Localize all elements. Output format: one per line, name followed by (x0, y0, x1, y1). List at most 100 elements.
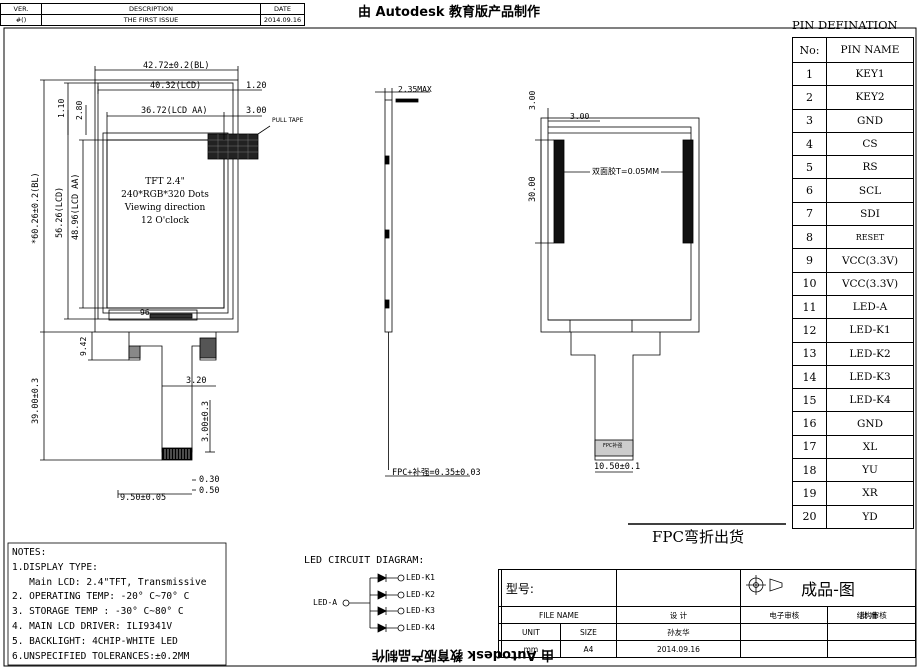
pin-number: 1 (792, 61, 827, 87)
dim-aa-right: 3.00 (246, 106, 267, 116)
pin-name: KEY2 (826, 85, 914, 110)
front-lcd-outline (97, 82, 234, 320)
back-inner (547, 126, 692, 321)
led-diodes (370, 573, 405, 633)
dim-050: 0.50 (199, 486, 220, 496)
side-module-outline (384, 99, 393, 333)
note-line-5: 4. MAIN LCD DRIVER: ILI9341V (12, 620, 173, 632)
pin-col-name: PIN NAME (826, 37, 914, 63)
pin-number: 3 (792, 108, 827, 133)
pin-number: 9 (792, 248, 827, 273)
lcd-spec-text: TFT 2.4" 240*RGB*320 Dots Viewing direct… (110, 176, 220, 228)
lcd-line-2: 240*RGB*320 Dots (121, 190, 209, 200)
dim-lcd-height: 56.26(LCD) (55, 186, 65, 238)
pin-number: 2 (792, 85, 827, 110)
pin-table-title: PIN DEFINATION (792, 18, 898, 32)
note-line-3: 2. OPERATING TEMP: -20° C~70° C (12, 591, 190, 603)
design-date: 2014.09.16 (615, 640, 741, 658)
led-k4-label: LED-K4 (406, 623, 435, 632)
approve-label: 批 准 (860, 611, 878, 620)
dim-top-280: 2.80 (75, 100, 84, 120)
dim-1050: 10.50±0.1 (594, 462, 641, 472)
back-outline (540, 117, 700, 333)
pin-name: XL (826, 434, 914, 460)
autodesk-watermark: 由 Autodesk 教育版产品制作 (358, 5, 541, 20)
pin-name: SDI (826, 201, 914, 227)
product-drawing: 成品-图 (739, 569, 917, 607)
pin-col-no: No: (792, 37, 827, 63)
dim-aa-height: 48.96(LCD AA) (71, 173, 81, 240)
pin-name: YD (826, 504, 914, 529)
pin-name: SCL (826, 178, 914, 203)
dim-bl-width: 42.72±0.2(BL) (143, 61, 210, 71)
lcd-line-1: TFT 2.4" (145, 177, 185, 187)
dim-300: 3.00±0.3 (201, 401, 211, 442)
pin-name: RS (826, 155, 914, 180)
pin-number: 13 (792, 341, 827, 366)
pin-number: 11 (792, 294, 827, 320)
pin-number: 5 (792, 155, 827, 180)
led-k2-label: LED-K2 (406, 590, 435, 599)
pin-name: RESET (826, 225, 914, 250)
unit-label: UNIT (500, 623, 561, 641)
front-ic-ledge (108, 309, 198, 321)
dim-right-gap: 1.20 (246, 81, 267, 91)
pin-name: LED-K2 (826, 341, 914, 366)
fpc-stiffener-label: FPC补强 (603, 443, 623, 449)
back-fpc-outline (570, 332, 661, 461)
pin-number: 6 (792, 178, 827, 203)
elec-review-label: 电子审核 (739, 606, 829, 624)
dim-thickness: 2.35MAX (398, 85, 432, 94)
title-block: 型号: 成品-图 FILE NAME 设 计 电子审核 结构审核 UNIT SI… (498, 569, 917, 658)
pin-name: KEY1 (826, 61, 914, 87)
model-label: 型号: (500, 569, 617, 607)
file-name-label: FILE NAME (500, 606, 617, 624)
pin-name: CS (826, 131, 914, 157)
pin-name: LED-K4 (826, 388, 914, 413)
notes-title: NOTES: (12, 547, 47, 558)
revision-table: VER. DESCRIPTION DATE #() THE FIRST ISSU… (0, 3, 305, 26)
front-active-area (106, 139, 225, 309)
fpc-bend-note: FPC弯折出货 (652, 528, 744, 546)
designer: 孙友华 (615, 623, 741, 641)
pin-number: 4 (792, 131, 827, 157)
dim-320: 3.20 (186, 376, 207, 386)
note-line-4: 3. STORAGE TEMP : -30° C~80° C (12, 606, 184, 618)
autodesk-watermark-inverted: 由 Autodesk 教育版产品制作 (372, 647, 555, 662)
pin-name: GND (826, 108, 914, 133)
pin-number: 14 (792, 364, 827, 390)
dim-96: 96 (140, 308, 150, 317)
notes-box (7, 542, 227, 666)
dim-942: 9.42 (79, 336, 88, 356)
front-aa-border (102, 132, 229, 314)
pin-number: 18 (792, 458, 827, 483)
dim-030: 0.30 (199, 475, 220, 485)
front-backlight-outline (94, 79, 239, 333)
rev-ver: #() (0, 14, 42, 26)
dim-top-110: 1.10 (57, 98, 66, 118)
lcd-line-3: Viewing direction (124, 203, 206, 213)
pin-number: 10 (792, 271, 827, 296)
back-fpc-stiffener (594, 439, 634, 457)
led-anode-label: LED-A (313, 598, 338, 607)
pin-number: 12 (792, 318, 827, 343)
note-line-7: 6.UNSPECIFIED TOLERANCES:±0.2MM (12, 650, 190, 662)
back-tape-right (682, 139, 694, 244)
pull-tape (207, 133, 259, 160)
dim-back-300-left: 3.00 (570, 112, 590, 121)
pin-name: GND (826, 411, 914, 436)
